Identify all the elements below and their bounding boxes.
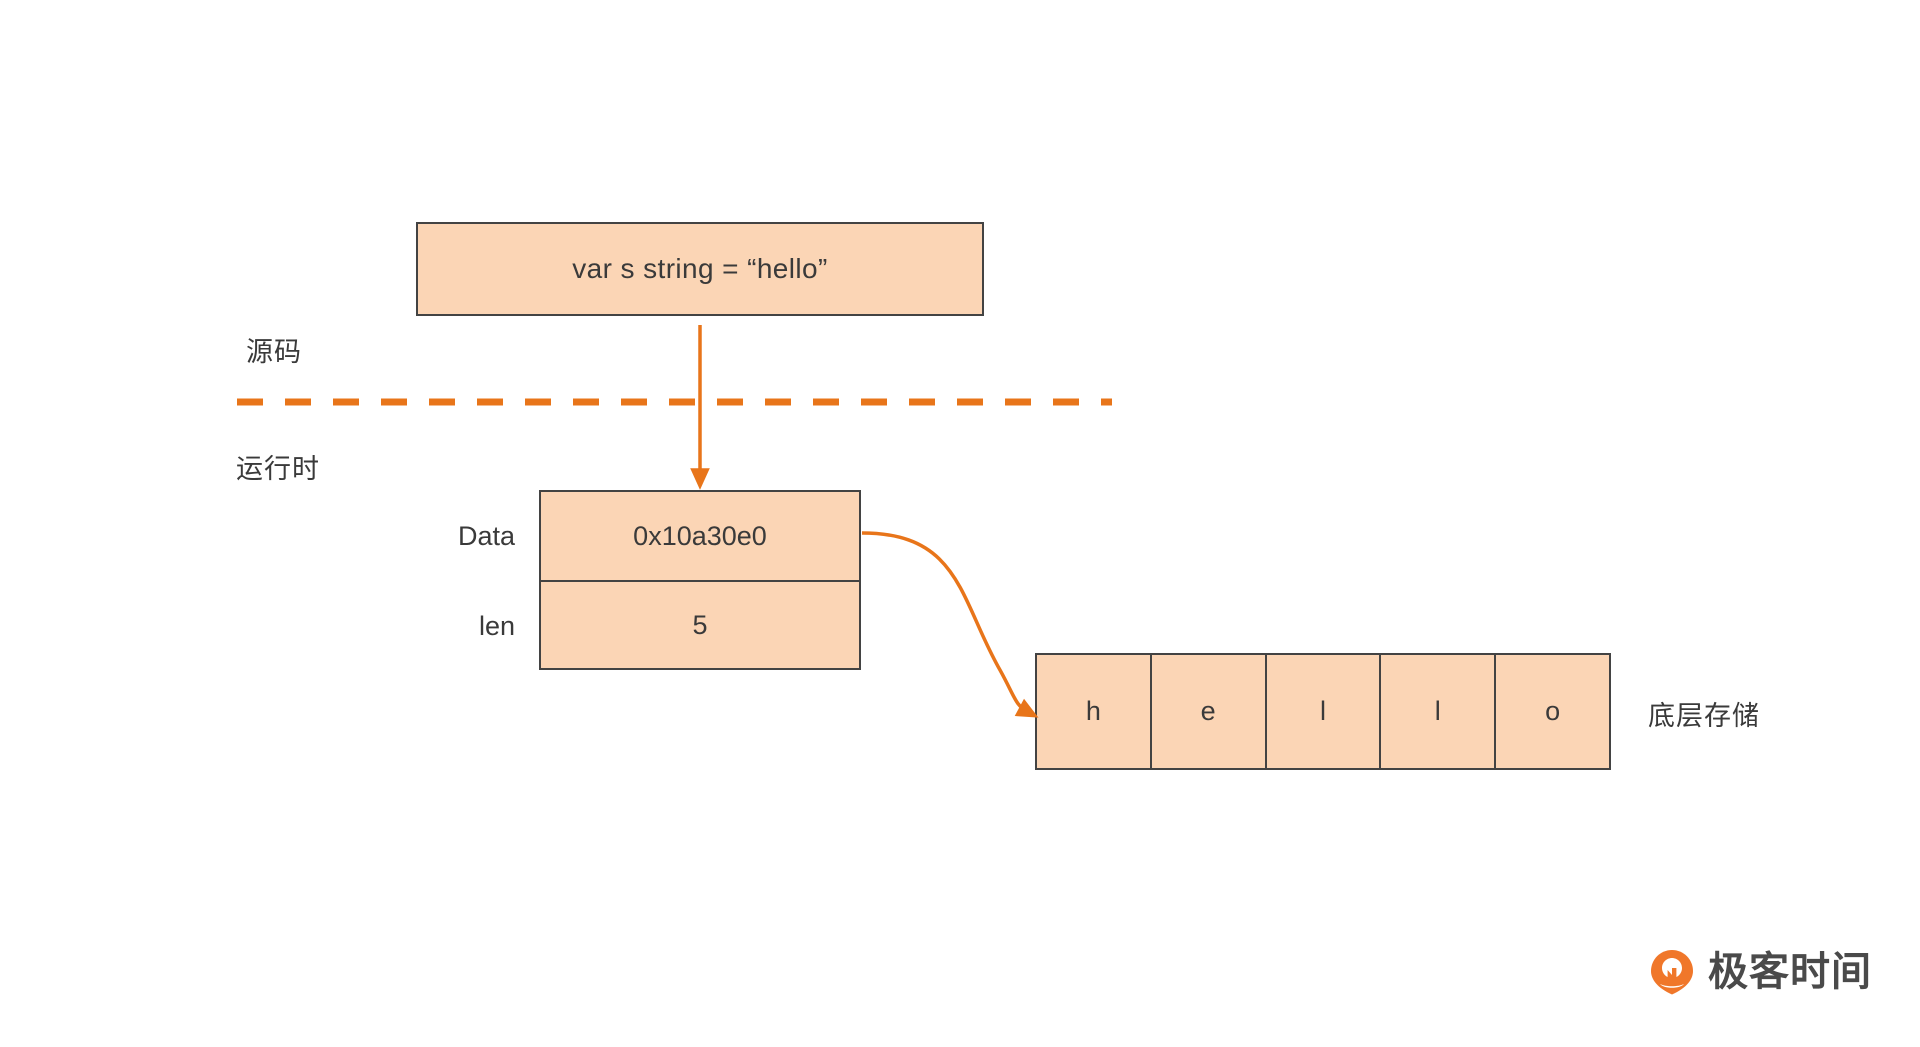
struct-field-label-len: len [478,611,515,641]
brand-logo: 极客时间 [1648,948,1872,996]
byte-storage-cells: h e l l o [1035,653,1611,770]
struct-field-value-data: 0x10a30e0 [633,520,767,551]
annotation-runtime: 运行时 [236,454,320,484]
byte-cell: o [1545,696,1561,726]
brand-name: 极客时间 [1708,950,1872,994]
struct-field-label-data: Data [457,521,515,551]
data-pointer-arrow [861,531,1039,718]
annotation-underlying-storage: 底层存储 [1648,701,1760,731]
string-header-struct: 0x10a30e0 5 [539,490,861,670]
byte-cell: l [1381,655,1497,768]
annotation-source-code: 源码 [246,337,302,367]
byte-cell: h [1037,655,1152,768]
source-code-text: var s string = “hello” [572,253,828,284]
byte-cell: l [1267,655,1382,768]
geektime-logo-icon [1648,948,1696,996]
source-code-box: var s string = “hello” [416,222,984,316]
byte-cell: e [1152,655,1267,768]
struct-field-value-len: 5 [541,580,859,668]
